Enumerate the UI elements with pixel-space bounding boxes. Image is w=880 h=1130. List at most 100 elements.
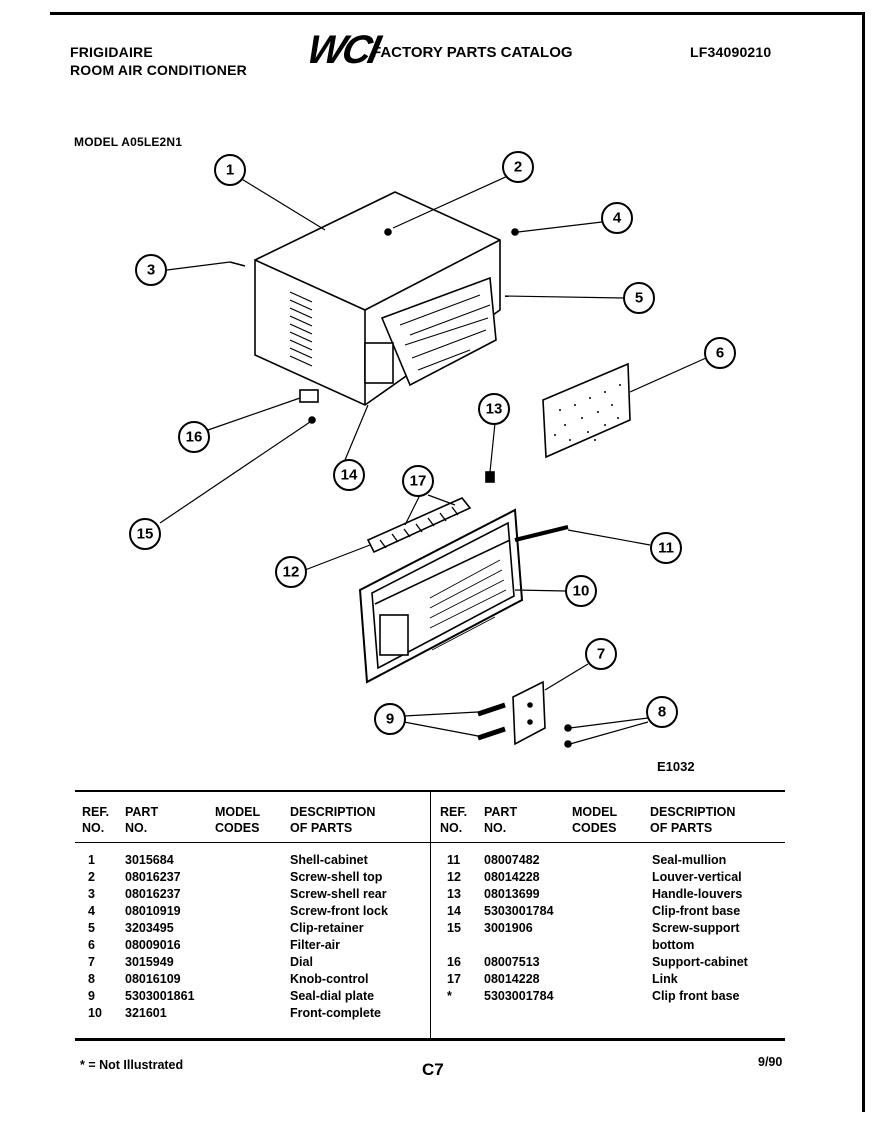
catalog-title: FACTORY PARTS CATALOG <box>372 44 573 61</box>
part-number-cell: 08016109 <box>125 972 181 986</box>
description-cell: Shell-cabinet <box>290 853 368 867</box>
ref-cell: * <box>447 989 452 1003</box>
ref-cell: 5 <box>88 921 95 935</box>
callout-17 <box>402 465 434 497</box>
callout-7 <box>585 638 617 670</box>
part-number-cell: 08009016 <box>125 938 181 952</box>
header-ref: REF.NO. <box>82 805 110 835</box>
description-cell: Clip front base <box>652 989 740 1003</box>
page-number: C7 <box>422 1060 444 1079</box>
description-cell: Dial <box>290 955 313 969</box>
table-row: 9 5303001861 Seal-dial plate <box>0 989 880 1006</box>
callout-2 <box>502 151 534 183</box>
description-cell: Screw-shell top <box>290 870 383 884</box>
callout-label: 8 <box>658 704 666 721</box>
callout-label: 7 <box>597 646 605 663</box>
description-cell: Seal-dial plate <box>290 989 375 1003</box>
table-row: 8 08016109 Knob-control <box>0 972 880 989</box>
part-number-cell: 08007482 <box>484 853 540 867</box>
description-cell: Filter-air <box>290 938 341 952</box>
ref-cell: 10 <box>88 1006 102 1020</box>
part-number-cell: 08010919 <box>125 904 181 918</box>
description-cell: Screw-support <box>652 921 740 935</box>
callout-label: 6 <box>716 345 724 362</box>
ref-cell: 6 <box>88 938 95 952</box>
description-cell: Screw-shell rear <box>290 887 387 901</box>
callout-label: 15 <box>137 526 154 543</box>
ref-cell: 12 <box>447 870 461 884</box>
ref-cell: 16 <box>447 955 461 969</box>
description-cell: Clip-front base <box>652 904 741 918</box>
description-cell: bottom <box>652 938 695 952</box>
callout-label: 12 <box>283 564 300 581</box>
part-number-cell: 08016237 <box>125 870 181 884</box>
part-number-cell: 08014228 <box>484 870 540 884</box>
callout-3 <box>135 254 167 286</box>
header-rule <box>75 842 785 843</box>
callout-label: 1 <box>226 162 234 179</box>
callout-label: 13 <box>486 401 503 418</box>
description-cell: Front-complete <box>290 1006 381 1020</box>
callout-11 <box>650 532 682 564</box>
footnote: * = Not Illustrated <box>80 1058 184 1072</box>
product-type: ROOM AIR CONDITIONER <box>70 62 247 78</box>
header-ref: REF.NO. <box>440 805 468 835</box>
callout-label: 14 <box>341 467 358 484</box>
callout-label: 5 <box>635 290 643 307</box>
callout-label: 11 <box>658 540 674 557</box>
callout-label: 17 <box>410 473 427 490</box>
part-number-cell: 5303001861 <box>125 989 195 1003</box>
callout-10 <box>565 575 597 607</box>
description-cell: Knob-control <box>290 972 369 986</box>
part-number-cell: 08014228 <box>484 972 540 986</box>
part-number-cell: 08013699 <box>484 887 540 901</box>
part-number-cell: 5303001784 <box>484 904 554 918</box>
brand: FRIGIDAIRE <box>70 44 153 60</box>
callout-9 <box>374 703 406 735</box>
description-cell: Louver-vertical <box>652 870 742 884</box>
ref-cell: 8 <box>88 972 95 986</box>
table-row: 12 08014228 Louver-vertical <box>0 870 880 887</box>
ref-cell: 1 <box>88 853 95 867</box>
ref-cell: 15 <box>447 921 461 935</box>
ref-cell: 9 <box>88 989 95 1003</box>
table-row: 4 08010919 Screw-front lock <box>0 904 880 921</box>
ref-cell: 7 <box>88 955 95 969</box>
table-bottom-rule <box>75 1038 785 1041</box>
ref-cell: 13 <box>447 887 461 901</box>
callout-15 <box>129 518 161 550</box>
description-cell: Screw-front lock <box>290 904 388 918</box>
callout-13 <box>478 393 510 425</box>
diagram-code: E1032 <box>657 759 695 774</box>
callout-1 <box>214 154 246 186</box>
part-number-cell: 08007513 <box>484 955 540 969</box>
part-number-cell: 3001906 <box>484 921 533 935</box>
table-row: 1 3015684 Shell-cabinet <box>0 853 880 870</box>
ref-cell: 11 <box>447 853 461 867</box>
ref-cell: 2 <box>88 870 95 884</box>
ref-cell: 17 <box>447 972 461 986</box>
callout-6 <box>704 337 736 369</box>
callout-label: 2 <box>514 159 522 176</box>
callout-4 <box>601 202 633 234</box>
part-number-cell: 3015949 <box>125 955 174 969</box>
page-border <box>50 12 865 1112</box>
callout-label: 9 <box>386 711 394 728</box>
callout-label: 10 <box>573 583 590 600</box>
part-number-cell: 08016237 <box>125 887 181 901</box>
ref-cell: 4 <box>88 904 95 918</box>
callout-14 <box>333 459 365 491</box>
part-number-cell: 3015684 <box>125 853 174 867</box>
